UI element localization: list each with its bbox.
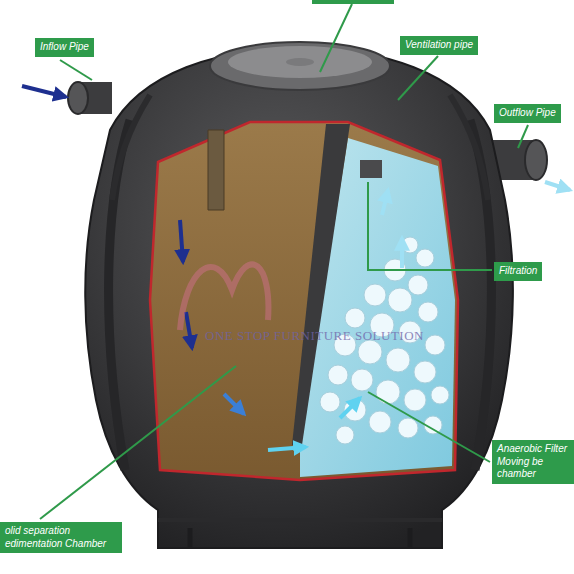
flow-arrow [400, 238, 404, 268]
tank-rib [450, 95, 488, 200]
callout-text: Anaerobic Filter Moving be chamber [497, 443, 569, 481]
outlet-pipe [360, 160, 382, 178]
lid-logo [286, 58, 314, 66]
leader-line [40, 4, 528, 519]
inflow-pipe-end [68, 82, 88, 114]
callout-label: olid separation edimentation Chamber [0, 522, 122, 553]
flow-arrow [268, 447, 306, 450]
flow-arrow [340, 398, 360, 418]
callout-label: Outflow Pipe [494, 104, 561, 123]
flow-arrow [22, 86, 66, 97]
callout-text: Outflow Pipe [499, 107, 556, 120]
callout-label: Anaerobic Filter Moving be chamber [492, 440, 574, 484]
tank-foot [190, 528, 410, 548]
callout-text: Ventilation pipe [405, 39, 473, 52]
partition-wall [292, 124, 350, 445]
watermark-logo [180, 264, 268, 330]
callout-label: Inflow Pipe [35, 38, 94, 57]
flow-arrow [180, 220, 183, 262]
callout-label: Filtration [494, 262, 542, 281]
callout-label: Ventilation pipe [400, 36, 478, 55]
tank-rib [112, 95, 150, 200]
callout-text: olid separation edimentation Chamber [5, 525, 117, 550]
flow-arrow [224, 394, 244, 414]
tank-body [85, 48, 513, 548]
tank-base-band [158, 518, 442, 522]
inner-inlet-pipe [208, 130, 224, 210]
cut-label-box [312, 0, 394, 4]
flow-arrow [382, 190, 388, 215]
sedimentation-chamber [150, 122, 458, 480]
inspection-lid-top [228, 46, 372, 78]
flow-arrow [186, 312, 192, 348]
callout-text: Inflow Pipe [40, 41, 89, 54]
flow-arrow [545, 182, 570, 190]
watermark: ONE STOP FURNITURE SOLUTION [205, 328, 424, 344]
inspection-lid [210, 42, 390, 90]
callout-text: Filtration [499, 265, 537, 278]
outflow-pipe-end [525, 140, 547, 180]
